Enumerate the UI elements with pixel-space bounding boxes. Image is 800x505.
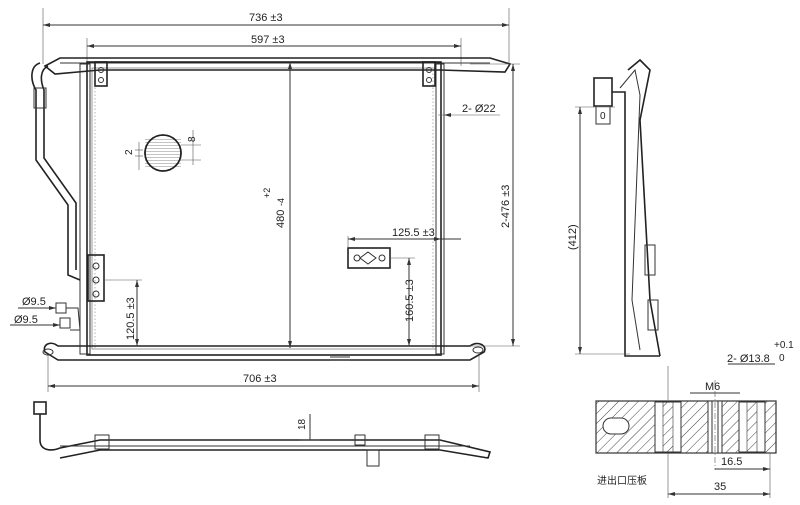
bottom-view: 18 [33,401,492,467]
left-inlet-pipe [31,62,81,281]
hole-callout: 2- Ø22 [438,103,500,117]
pipe-fittings: Ø9.5 Ø9.5 [10,296,81,331]
bottom-thickness-label: 18 [297,418,308,430]
grille-width-label: 8 [187,136,198,142]
fin-grille-detail: 2 8 [124,130,201,172]
overall-width-label: 736 ±3 [249,12,283,24]
plate-tol-lower: 0 [779,353,785,364]
plate-holes-label: 2- Ø13.8 [727,353,770,365]
pipe-diameter-a-label: Ø9.5 [22,296,46,308]
bracket-tag: 0 [600,111,606,122]
mount-span-dimension: 706 ±3 [47,355,480,392]
grille-pitch-label: 2 [124,149,135,155]
overall-width-dimension: 736 ±3 [42,8,510,64]
core-width-dimension: 597 ±3 [86,34,462,66]
plate-section: 2- Ø13.8 +0.1 0 M6 16.5 35 进出口压板 [595,340,794,498]
side-view: 0 (412) [567,58,661,357]
core-height-value: 480 [275,210,287,228]
plate-length-label: 35 [714,481,726,493]
mount-span-label: 706 ±3 [243,373,277,385]
inlet-offset-dimension: 120.5 ±3 [104,279,142,346]
bracket-offset-label: 160.5 ±3 [404,279,416,322]
plate-hole-spacing-label: 16.5 [721,456,742,468]
hole-diameter-label: 2- Ø22 [462,103,496,115]
core-width-label: 597 ±3 [251,34,285,46]
top-left-bracket [94,61,108,87]
side-height-dimension: 2-476 ±3 [470,63,520,347]
core-height-dimension: +2 480 -4 [262,62,292,348]
core-height-minus: -4 [276,198,286,206]
side-height-label: 2-476 ±3 [500,185,512,228]
plate-thread-label: M6 [705,381,720,393]
side-view-height-label: (412) [567,224,579,250]
pipe-diameter-b-label: Ø9.5 [14,314,38,326]
core-height-plus: +2 [262,188,272,198]
bracket-offset-dimension: 160.5 ±3 [390,257,416,346]
front-view: 736 ±3 597 ±3 [10,8,520,392]
inlet-offset-label: 120.5 ±3 [125,297,137,340]
inlet-block [87,254,105,302]
plate-tol-upper: +0.1 [774,340,794,351]
bracket-distance-label: 125.5 ±3 [392,227,435,239]
plate-caption: 进出口压板 [597,474,647,487]
top-right-bracket [422,61,436,87]
